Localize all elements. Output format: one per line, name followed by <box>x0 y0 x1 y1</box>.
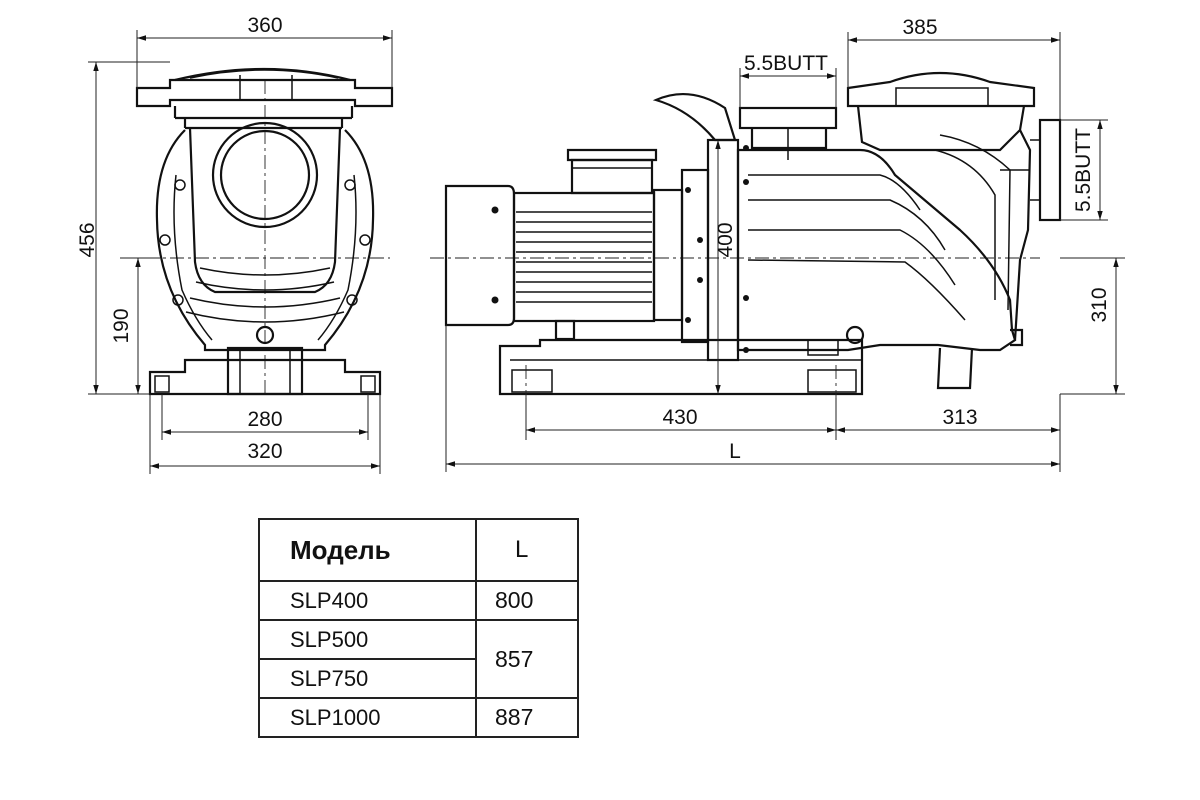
dim-front-height: 456 <box>76 222 99 257</box>
dim-side-axis: 310 <box>1088 287 1111 322</box>
front-dimensions: 360 456 190 280 320 <box>76 14 393 474</box>
header-model: Модель <box>258 518 477 582</box>
dim-side-top: 385 <box>902 16 937 39</box>
side-dimensions: 385 5.5BUTT 5.5BUTT 310 400 430 313 L <box>445 16 1125 472</box>
motor-fins <box>516 211 652 303</box>
model-cell: SLP500 <box>258 619 477 660</box>
dim-front-feet: 280 <box>247 408 282 431</box>
length-cell: 800 <box>475 580 579 621</box>
length-cell: 857 <box>475 619 579 699</box>
dim-front-width: 360 <box>247 14 282 37</box>
header-length: L <box>475 518 579 582</box>
dim-suction-thread: 5.5BUTT <box>744 52 828 75</box>
dim-discharge-thread: 5.5BUTT <box>1072 128 1095 212</box>
model-length-table: Модель L SLP400 800 SLP500 857 SLP750 SL… <box>258 518 579 738</box>
side-view <box>430 71 1062 398</box>
dim-overall-length: L <box>729 440 741 463</box>
dim-flange-height: 400 <box>714 222 737 257</box>
model-cell: SLP400 <box>258 580 477 621</box>
table-row: SLP750 <box>258 658 578 699</box>
dim-front-base: 320 <box>247 440 282 463</box>
table-row: SLP1000 887 <box>258 697 579 738</box>
table-header-row: Модель L <box>258 518 579 582</box>
dim-side-feet: 430 <box>662 406 697 429</box>
length-cell: 887 <box>475 697 579 738</box>
dim-front-axis: 190 <box>110 308 133 343</box>
table-row: SLP500 857 <box>258 619 579 699</box>
front-view <box>120 67 394 396</box>
model-cell: SLP1000 <box>258 697 477 738</box>
dim-side-rear: 313 <box>942 406 977 429</box>
model-cell: SLP750 <box>258 658 477 699</box>
table-row: SLP400 800 <box>258 580 579 621</box>
